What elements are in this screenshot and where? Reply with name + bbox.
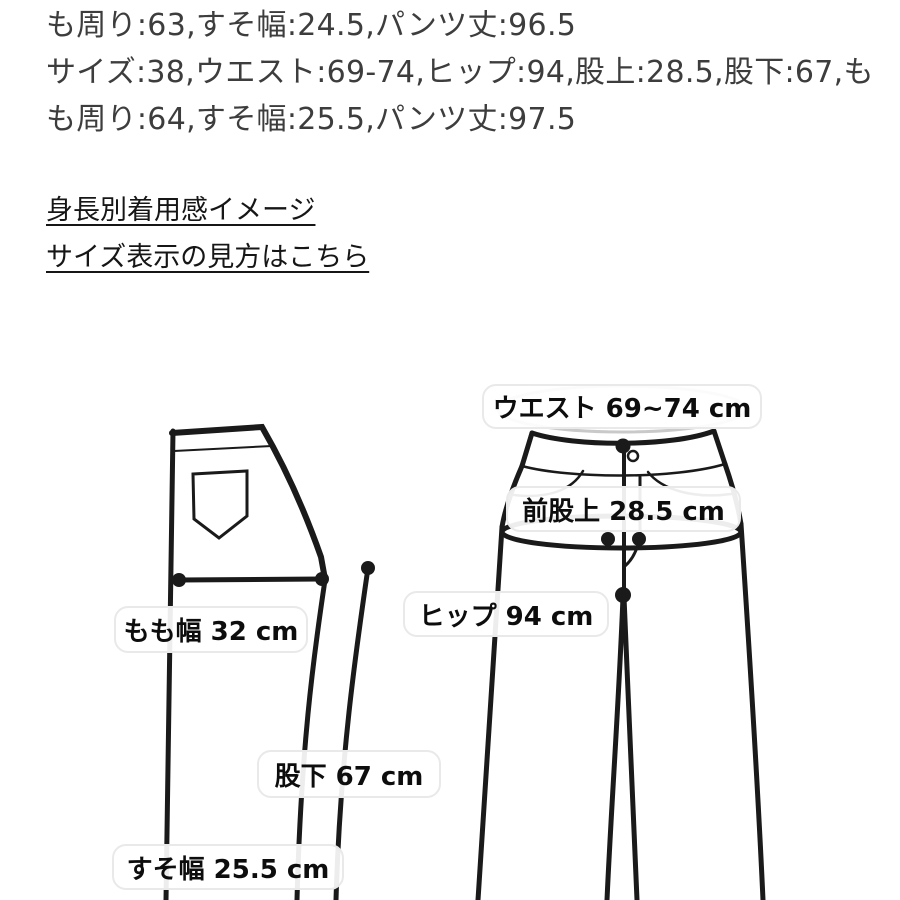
height-fit-image-link[interactable]: 身長別着用感イメージ [46, 195, 316, 226]
hip-measure-label: ヒップ 94 cm [403, 591, 609, 637]
waist-measure-text: ウエスト 69~74 cm [492, 394, 752, 424]
size-guide-link[interactable]: サイズ表示の見方はこちら [46, 242, 370, 273]
hip-measure-text: ヒップ 94 cm [418, 601, 594, 632]
inseam-measure-label: 股下 67 cm [257, 750, 441, 798]
thigh-measure-dot-left [172, 573, 186, 587]
hip-tape-dot-left [601, 532, 615, 546]
spec-line: も周り:63,すそ幅:24.5,パンツ丈:96.5 [46, 8, 577, 43]
back-leg-curve-dot [361, 561, 375, 575]
hem-measure-text: すそ幅 25.5 cm [126, 854, 330, 885]
thigh-measure-label: もも幅 32 cm [114, 606, 308, 653]
pattern-left-edge [163, 428, 176, 900]
waist-measure-label: ウエスト 69~74 cm [482, 384, 762, 429]
pocket-outline [191, 469, 249, 540]
front-view-pants [475, 384, 766, 900]
hip-tape-dot-right [632, 532, 646, 546]
thigh-measure-text: もも幅 32 cm [123, 617, 299, 647]
spec-line: も周り:64,すそ幅:25.5,パンツ丈:97.5 [46, 102, 577, 137]
front-rise-measure-text: 前股上 28.5 cm [522, 496, 725, 527]
inseam-measure-text: 股下 67 cm [274, 761, 424, 792]
waistband-seam-line [173, 445, 273, 452]
size-spec-text: も周り:63,すそ幅:24.5,パンツ丈:96.5 サイズ:38,ウエスト:69… [46, 2, 900, 143]
waistband-right-edge [711, 428, 728, 467]
side-view-pattern [163, 423, 375, 900]
spec-line: サイズ:38,ウエスト:69-74,ヒップ:94,股上:28.5,股下:67,も [46, 55, 874, 90]
hem-measure-label: すそ幅 25.5 cm [112, 844, 344, 890]
right-inner-leg-line [621, 594, 640, 900]
pattern-top-right-outline [169, 423, 328, 582]
size-help-links: 身長別着用感イメージ サイズ表示の見方はこちら [46, 187, 369, 281]
button-hole-circle [626, 449, 640, 463]
left-outer-leg-line [475, 524, 505, 900]
waist-button-dot [615, 438, 631, 454]
waistband-left-edge [519, 430, 535, 469]
thigh-measure-line [176, 576, 325, 583]
left-inner-leg-line [604, 594, 626, 900]
right-outer-leg-line [738, 521, 766, 900]
front-rise-measure-label: 前股上 28.5 cm [506, 486, 741, 532]
